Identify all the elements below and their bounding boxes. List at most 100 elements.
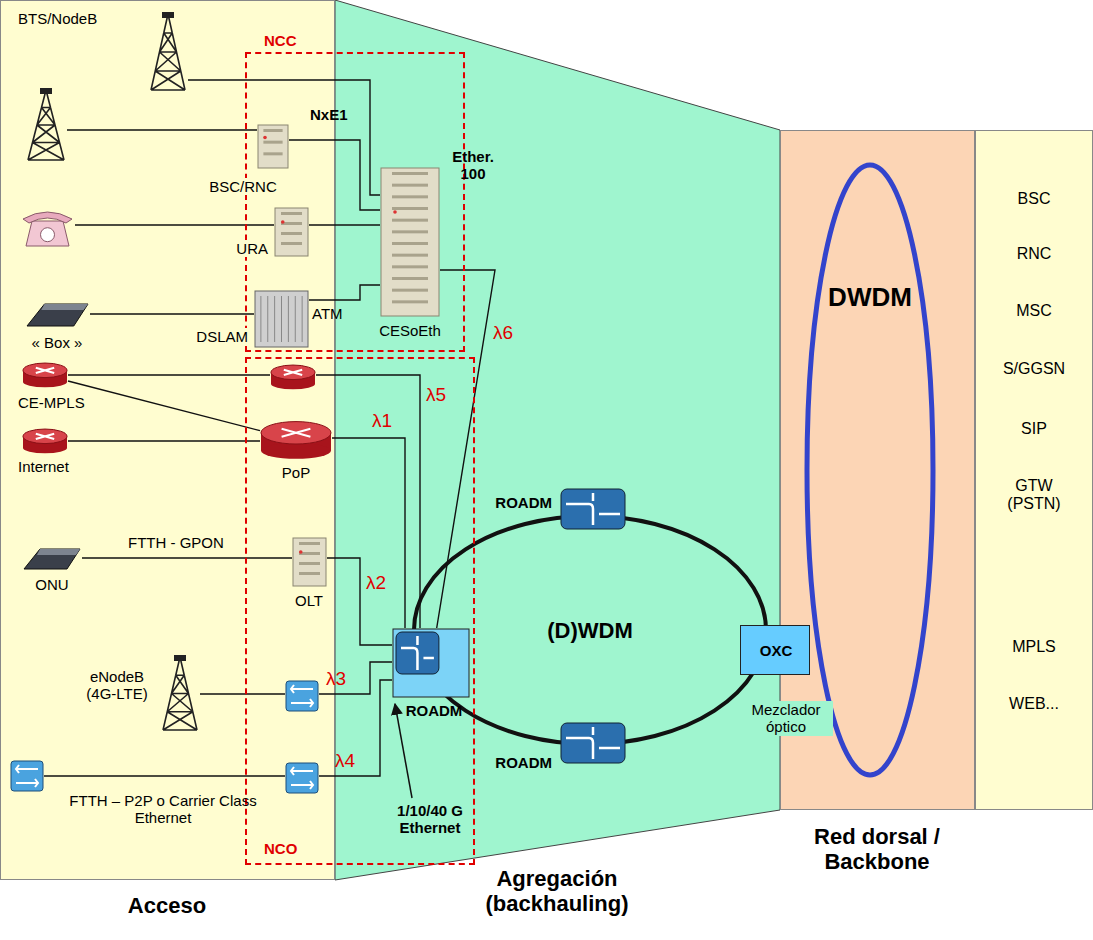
switch-body <box>286 763 318 793</box>
drive-slot <box>392 230 428 233</box>
switch-icon <box>286 763 318 793</box>
device-icon <box>254 290 309 348</box>
cabinet-body <box>258 125 288 168</box>
device-icon <box>25 88 67 160</box>
router: Internet <box>22 428 68 454</box>
phone-dial <box>41 228 55 242</box>
modem-body <box>27 304 88 326</box>
card-slot <box>274 296 275 342</box>
fiber-link <box>327 558 392 645</box>
ellipse-shape <box>802 160 938 780</box>
drive-slot <box>392 265 428 268</box>
dslam-icon <box>255 291 308 347</box>
drive-slot <box>299 572 320 575</box>
drive-slot <box>392 172 428 175</box>
device-icon <box>285 762 319 794</box>
status-led <box>263 136 267 140</box>
device-icon <box>292 537 327 587</box>
tower-antenna <box>40 88 52 94</box>
switch-icon <box>286 681 318 711</box>
node-label: WEB... <box>1009 695 1059 713</box>
drive-slot <box>263 152 282 155</box>
phone-handset <box>23 212 72 223</box>
dwdm-ring: DWDM <box>802 160 938 780</box>
olt-server: OLT <box>292 537 327 587</box>
aggregation-region: Agregación (backhauling)(D)WDMROADMROADM <box>335 0 780 940</box>
router-base <box>23 377 67 387</box>
ura-server: URA <box>274 207 309 257</box>
router-arrows <box>282 429 311 437</box>
roadm-core <box>396 632 439 674</box>
router-base <box>271 379 315 389</box>
tower-icon <box>28 88 64 160</box>
node-label: CESoEth <box>379 322 441 339</box>
tower-icon <box>151 12 185 90</box>
drive-slot <box>263 141 282 144</box>
router-top <box>271 365 315 380</box>
device-icon <box>257 124 289 169</box>
fiber-link <box>188 80 380 195</box>
drive-slot <box>392 300 428 303</box>
switch-body <box>286 681 318 711</box>
router-arrows <box>284 370 302 375</box>
modem-icon <box>24 549 80 569</box>
node-label: NCC <box>264 32 297 49</box>
drive-slot <box>281 212 302 215</box>
phone-body <box>26 221 69 246</box>
link-label: FTTH – P2P o Carrier Class Ethernet <box>43 792 283 827</box>
roadm-node: ROADM <box>392 628 470 698</box>
annotation-label: 1/10/40 G Ethernet <box>380 802 480 837</box>
cesoeth-cabinet: CESoEth <box>380 167 440 317</box>
node-label: ONU <box>35 576 68 593</box>
drive-slot <box>281 232 302 235</box>
cabinet-body <box>275 208 308 256</box>
link-label: λ1 <box>372 410 392 432</box>
device-icon <box>560 722 626 764</box>
drive-slot <box>392 219 428 222</box>
drive-slot <box>392 195 428 198</box>
annotation-label: Ether. 100 <box>447 148 499 183</box>
home-box: « Box » <box>25 300 90 328</box>
device-icon <box>380 167 440 317</box>
roadm-core <box>561 723 625 763</box>
fiber-link <box>319 662 392 694</box>
node-label: BSC <box>1018 190 1051 208</box>
device-icon <box>22 362 68 388</box>
server-icon <box>258 125 288 168</box>
router-base <box>261 443 331 459</box>
ethernet-switch <box>10 760 44 792</box>
node-label: « Box » <box>32 334 83 351</box>
device-icon <box>148 12 188 90</box>
device-icon <box>274 207 309 257</box>
device-icon <box>260 420 332 460</box>
pop-router: PoP <box>260 420 332 460</box>
fiber-link <box>316 375 420 628</box>
region-outline <box>335 0 780 880</box>
drive-slot <box>281 242 302 245</box>
modem-top <box>41 304 88 310</box>
router-icon <box>261 422 331 459</box>
ethernet-switch <box>285 680 319 712</box>
device-icon <box>10 760 44 792</box>
device-icon <box>22 545 82 571</box>
router-arrows <box>36 434 54 439</box>
dslam-rack: DSLAM <box>254 290 309 348</box>
node-label: DWDM <box>828 283 912 313</box>
card-slot <box>260 296 261 342</box>
node-label: Internet <box>18 458 69 475</box>
router <box>270 364 316 390</box>
node-label: Acceso <box>128 893 206 918</box>
status-led <box>281 220 285 224</box>
router-icon <box>23 363 67 387</box>
router-top <box>23 363 67 378</box>
roadm2-icon <box>561 489 625 529</box>
device-icon <box>270 364 316 390</box>
phone-icon <box>23 212 72 246</box>
fiber-link <box>437 270 495 628</box>
modem-body <box>24 549 80 569</box>
node-label: ROADM <box>495 494 552 511</box>
card-slot <box>267 296 268 342</box>
device-icon <box>25 300 90 328</box>
router-top <box>261 422 331 444</box>
